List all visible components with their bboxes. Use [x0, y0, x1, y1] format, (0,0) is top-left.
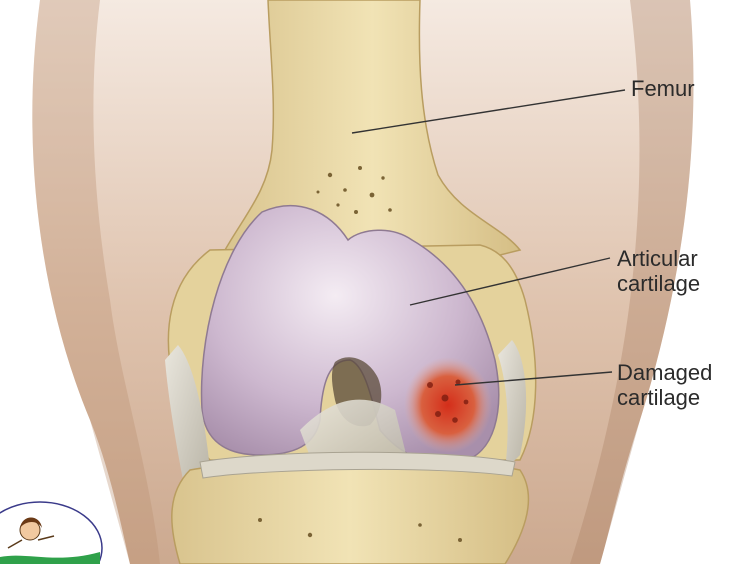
- label-damaged-cartilage: Damaged cartilage: [617, 360, 712, 410]
- label-articular-line-2: cartilage: [617, 271, 700, 296]
- label-femur: Femur: [631, 76, 695, 101]
- damaged-cartilage-patch: [404, 357, 492, 453]
- label-damaged-line-1: Damaged: [617, 360, 712, 385]
- logo-badge: [0, 502, 102, 564]
- tibia-bone: [172, 460, 529, 564]
- label-damaged-line-2: cartilage: [617, 385, 712, 410]
- cartoon-logo: [0, 502, 102, 564]
- label-articular-line-1: Articular: [617, 246, 700, 271]
- label-articular-cartilage: Articular cartilage: [617, 246, 700, 296]
- label-femur-text: Femur: [631, 76, 695, 101]
